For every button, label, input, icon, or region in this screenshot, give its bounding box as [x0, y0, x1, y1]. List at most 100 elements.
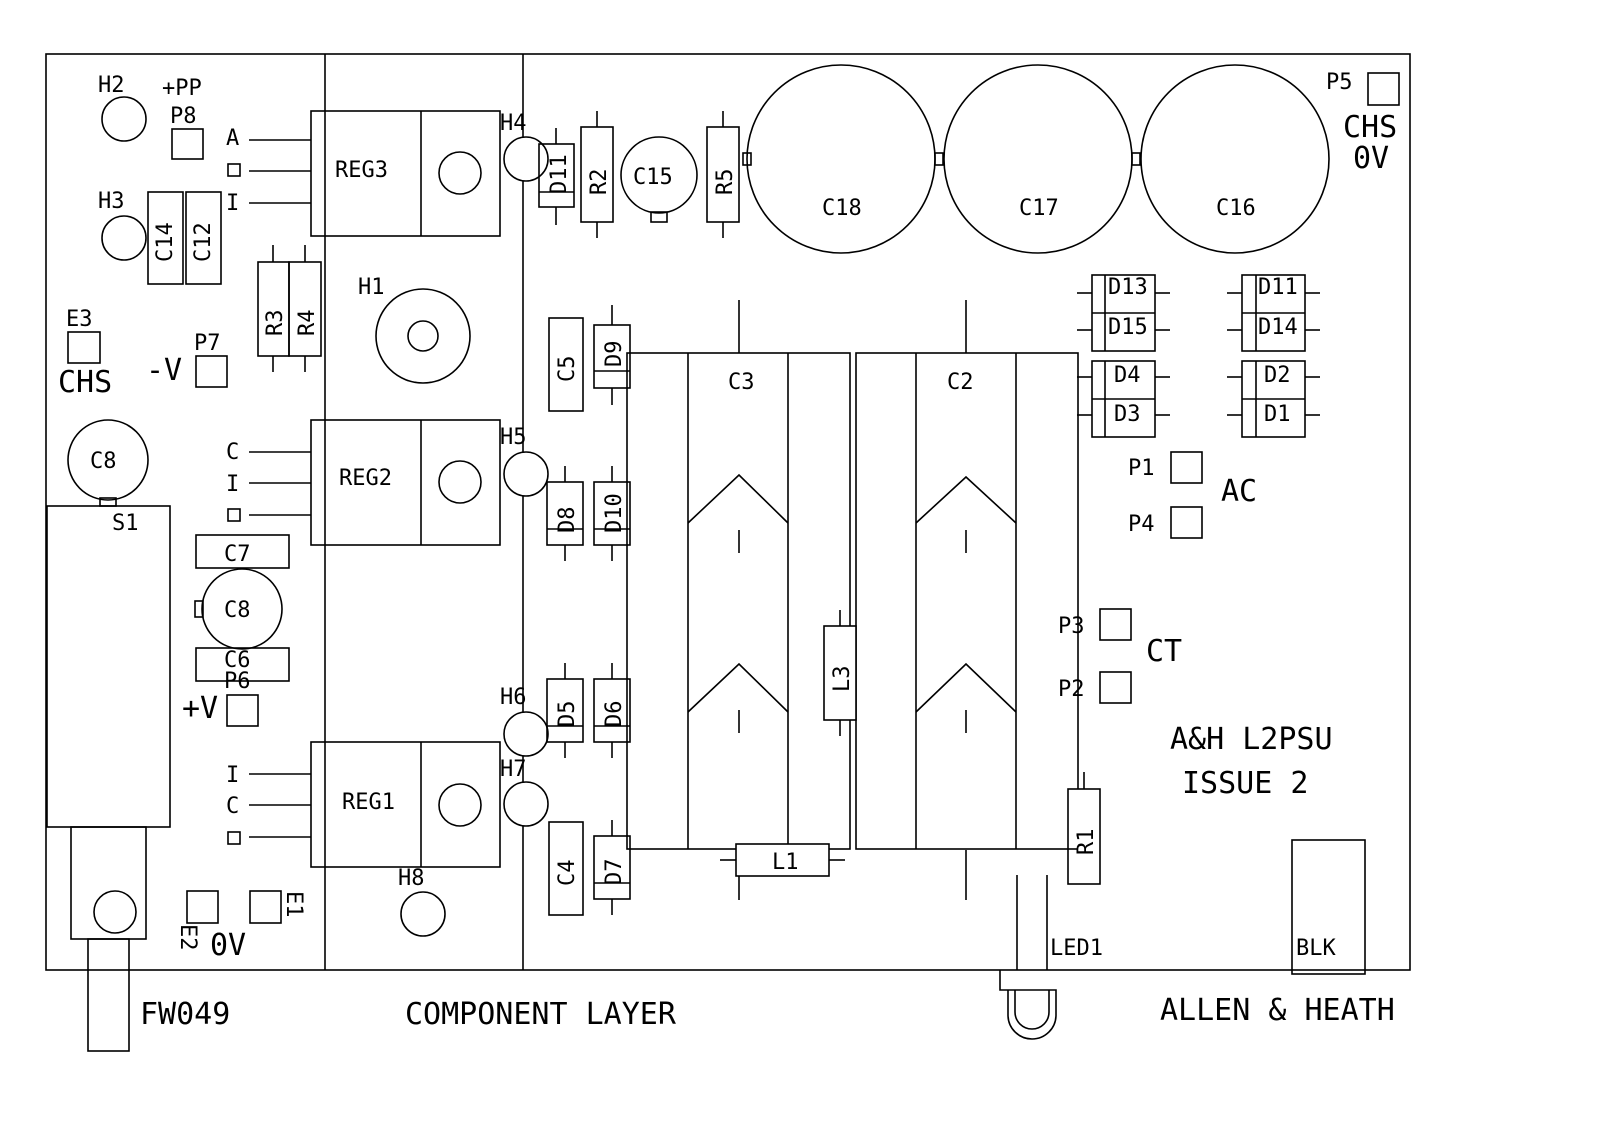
svg-text:C12: C12 [191, 222, 216, 262]
board-outline [45, 53, 1411, 971]
pad-e2: E2 [175, 890, 219, 951]
pad-p3: P3 [1058, 608, 1132, 641]
hole-h3: H3 [98, 189, 147, 261]
diode-d12: D11 [538, 128, 575, 225]
svg-text:H5: H5 [500, 425, 527, 450]
svg-text:H8: H8 [398, 866, 425, 891]
svg-text:S1: S1 [112, 511, 139, 536]
pos-v-label: +V [182, 691, 218, 726]
svg-text:C7: C7 [224, 542, 251, 567]
hole-h7: H7 [500, 757, 549, 827]
svg-text:C3: C3 [728, 370, 755, 395]
capacitor-c12: C12 [185, 191, 222, 285]
zero-v-top-label: 0V [1353, 141, 1389, 176]
diode-pair-d4-d3: D4 D3 [1077, 360, 1170, 438]
svg-text:C4: C4 [555, 860, 580, 887]
resistor-r4: R4 [288, 245, 322, 372]
capacitor-c14: C14 [147, 191, 184, 285]
zero-v-bottom-label: 0V [210, 928, 246, 963]
svg-text:C6: C6 [224, 648, 251, 673]
svg-text:D11: D11 [547, 154, 572, 194]
svg-text:P4: P4 [1128, 512, 1155, 537]
led-led1: LED1 [999, 875, 1103, 1040]
reg1-pins: I C [226, 763, 311, 845]
pad-e3: E3 [66, 307, 101, 364]
board-title: A&H L2PSU [1170, 722, 1333, 757]
svg-text:P8: P8 [170, 104, 197, 129]
diode-d8: D8 [546, 466, 584, 561]
pad-e1: E1 [249, 890, 306, 924]
svg-text:D5: D5 [555, 701, 580, 728]
svg-text:D3: D3 [1114, 402, 1141, 427]
svg-text:P3: P3 [1058, 614, 1085, 639]
svg-text:H4: H4 [500, 111, 527, 136]
pad-p8: P8 [170, 104, 204, 160]
svg-text:D7: D7 [602, 859, 627, 886]
svg-text:A: A [226, 126, 239, 151]
svg-text:R1: R1 [1074, 829, 1099, 856]
maker-label: ALLEN & HEATH [1160, 993, 1395, 1028]
svg-text:L3: L3 [830, 666, 855, 693]
svg-text:C: C [226, 794, 239, 819]
hole-h2: H2 [98, 73, 147, 142]
chs-right-label: CHS [1343, 110, 1397, 145]
svg-text:C15: C15 [633, 165, 673, 190]
svg-text:C18: C18 [822, 196, 862, 221]
svg-text:D9: D9 [602, 341, 627, 368]
svg-text:D11: D11 [1258, 275, 1298, 300]
diode-d6: D6 [593, 663, 631, 758]
svg-text:REG2: REG2 [339, 466, 392, 491]
svg-text:I: I [226, 763, 239, 788]
svg-text:D4: D4 [1114, 363, 1141, 388]
svg-text:C2: C2 [947, 370, 974, 395]
diode-d10: D10 [593, 466, 631, 561]
svg-text:H2: H2 [98, 73, 125, 98]
svg-text:P1: P1 [1128, 456, 1155, 481]
svg-text:REG1: REG1 [342, 790, 395, 815]
reg3-pins: A I [226, 126, 311, 216]
svg-text:R5: R5 [713, 169, 738, 196]
regulator-reg3: REG3 [310, 110, 501, 237]
board-issue: ISSUE 2 [1182, 766, 1308, 801]
inductor-l3: L3 [823, 610, 857, 736]
diode-pair-d11-d14: D11 D11 D14 [1227, 274, 1320, 352]
capacitor-c17: C17 [934, 64, 1133, 254]
pp-label: +PP [162, 76, 202, 101]
pad-p5: P5 [1326, 70, 1400, 106]
svg-text:D14: D14 [1258, 315, 1298, 340]
hole-h4: H4 [500, 111, 549, 182]
resistor-r2: R2 [580, 111, 614, 238]
svg-text:P5: P5 [1326, 70, 1353, 95]
svg-text:D13: D13 [1108, 275, 1148, 300]
pad-p2: P2 [1058, 671, 1132, 704]
svg-text:H6: H6 [500, 685, 527, 710]
capacitor-c6: C6 [195, 647, 290, 682]
resistor-r1: R1 [1067, 772, 1101, 885]
capacitor-c9: C8 [67, 419, 149, 507]
svg-text:REG3: REG3 [335, 158, 388, 183]
capacitor-c8: C8 C8 [194, 568, 283, 650]
inductor-l1: L1 [720, 843, 845, 877]
svg-text:H3: H3 [98, 189, 125, 214]
diode-d9: D9 [593, 305, 631, 405]
svg-text:C: C [226, 440, 239, 465]
hole-h5: H5 [500, 425, 549, 497]
hole-h8: H8 [398, 866, 446, 937]
svg-text:D1: D1 [1264, 402, 1291, 427]
svg-text:C8: C8 [90, 449, 117, 474]
capacitor-c18: C18 [742, 64, 936, 254]
capacitor-c5: C5 [548, 317, 584, 412]
svg-text:P7: P7 [194, 331, 221, 356]
capacitor-c7: C7 [195, 534, 290, 569]
pad-p4: P4 [1128, 506, 1203, 539]
board-code: FW049 [140, 997, 230, 1032]
svg-text:R4: R4 [295, 310, 320, 337]
diode-d5: D5 [546, 663, 584, 758]
svg-text:C14: C14 [153, 222, 178, 262]
svg-text:BLK: BLK [1296, 936, 1336, 961]
svg-text:P2: P2 [1058, 677, 1085, 702]
layer-label: COMPONENT LAYER [405, 997, 677, 1032]
regulator-reg1: REG1 [310, 741, 501, 868]
pad-p1: P1 [1128, 451, 1203, 484]
resistor-r5: R5 [706, 111, 740, 238]
